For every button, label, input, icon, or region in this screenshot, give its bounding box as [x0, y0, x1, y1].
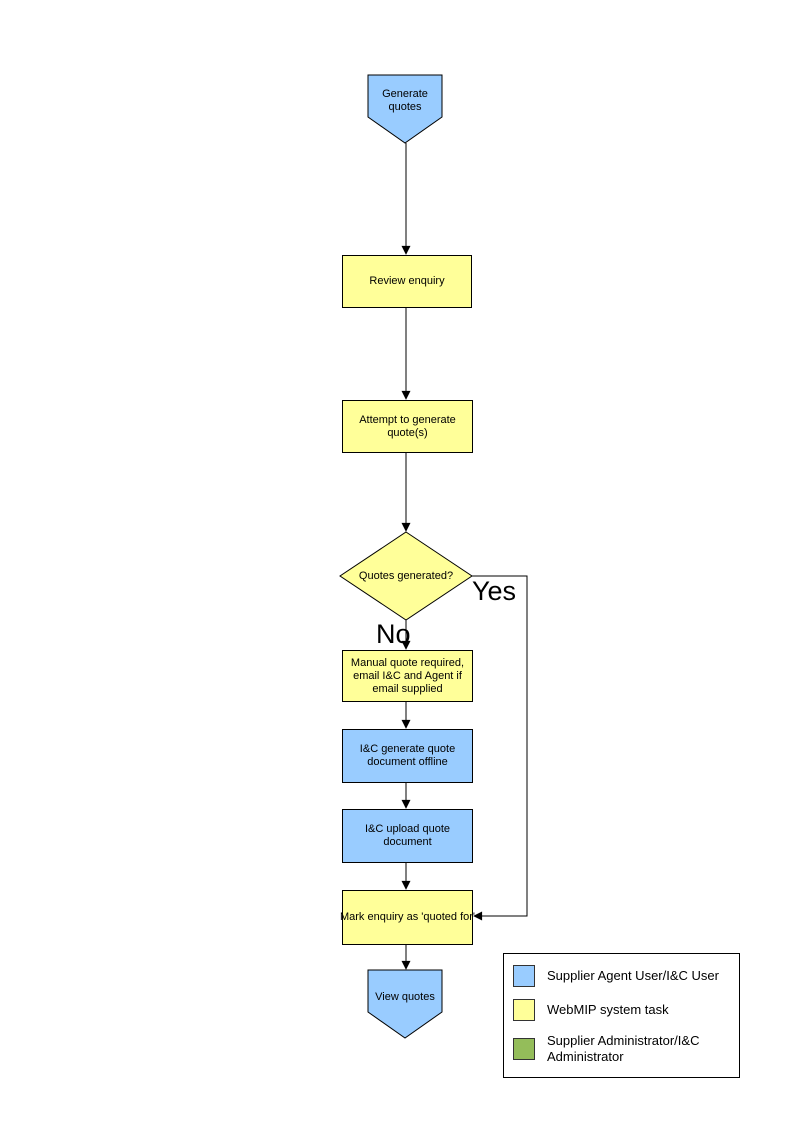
arrow-yes-branch	[472, 575, 528, 921]
legend-label-actor: Supplier Agent User/I&C User	[547, 968, 719, 983]
node-upload-document: I&C upload quote document	[342, 809, 473, 863]
branch-no-label: No	[376, 619, 411, 649]
legend-swatch-blue	[513, 965, 535, 987]
node-mark-quoted: Mark enquiry as 'quoted for'	[340, 890, 475, 945]
node-generate-offline: I&C generate quote document offline	[342, 729, 473, 783]
legend-row-admin: Supplier Administrator/I&C Administrator	[513, 1033, 730, 1065]
node-attempt-generate: Attempt to generate quote(s)	[342, 400, 473, 453]
start-terminator-shape	[367, 74, 443, 144]
node-start-label: Generate quotes	[382, 88, 428, 113]
branch-yes-label: Yes	[472, 576, 517, 606]
node-review-enquiry: Review enquiry	[342, 255, 472, 308]
end-terminator-shape	[367, 969, 443, 1039]
node-end-label: View quotes	[375, 990, 435, 1003]
legend-row-actor: Supplier Agent User/I&C User	[513, 965, 730, 987]
node-decision-label: Quotes generated?	[358, 569, 454, 582]
legend: Supplier Agent User/I&C User WebMIP syst…	[503, 953, 740, 1078]
node-manual-quote: Manual quote required, email I&C and Age…	[342, 650, 473, 702]
legend-label-system: WebMIP system task	[547, 1002, 669, 1017]
legend-label-admin: Supplier Administrator/I&C Administrator	[547, 1033, 700, 1064]
legend-swatch-green	[513, 1038, 535, 1060]
legend-row-system: WebMIP system task	[513, 999, 730, 1021]
legend-swatch-yellow	[513, 999, 535, 1021]
